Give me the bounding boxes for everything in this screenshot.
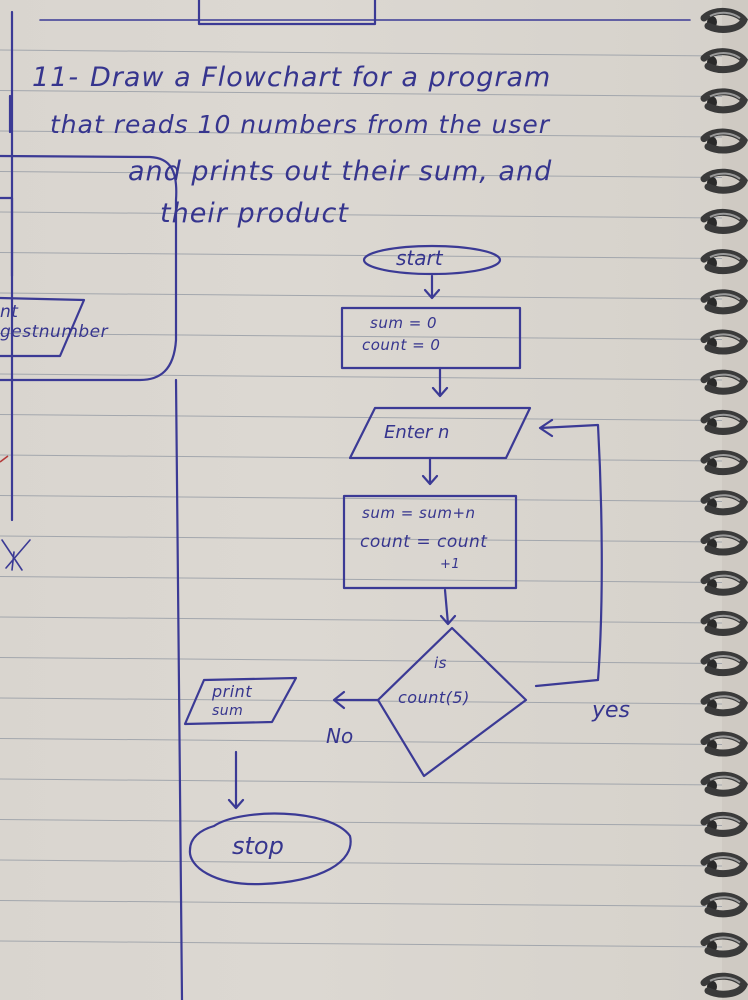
arrow-output-to-stop	[227, 750, 245, 810]
spiral-ring	[700, 530, 748, 556]
spiral-ring	[700, 932, 748, 958]
spiral-ring	[700, 249, 748, 275]
ruled-line	[0, 778, 723, 786]
init-process-box	[340, 306, 522, 370]
previous-parallelogram	[0, 296, 86, 358]
spiral-ring	[700, 852, 748, 878]
yes-label: yes	[592, 698, 631, 723]
main-vertical-line	[174, 378, 184, 1000]
output-line-1: print	[212, 682, 253, 701]
start-label: start	[396, 246, 443, 270]
spiral-ring	[700, 48, 748, 74]
no-arrow	[332, 690, 380, 710]
spiral-ring	[700, 490, 748, 516]
spiral-ring	[700, 691, 748, 717]
question-number: 11-	[32, 62, 80, 93]
process-line-2: count = count	[360, 532, 488, 552]
input-parallelogram	[348, 406, 532, 460]
spiral-ring	[700, 972, 748, 998]
ruled-line	[0, 130, 723, 138]
spiral-ring	[700, 289, 748, 315]
ruled-line	[0, 576, 723, 583]
ruled-line	[0, 333, 723, 340]
start-terminal	[362, 244, 502, 276]
spiral-ring	[700, 209, 748, 234]
arrow-process-to-decision	[439, 588, 457, 626]
stop-terminal	[188, 812, 352, 886]
decision-line-1: is	[434, 654, 447, 672]
ruled-line	[0, 616, 723, 624]
process-line-1: sum = sum+n	[362, 504, 476, 522]
ruled-line	[0, 414, 723, 421]
ruled-line	[0, 90, 723, 97]
spiral-ring	[700, 369, 748, 395]
process-line-3: +1	[440, 557, 461, 572]
spiral-ring	[700, 329, 748, 355]
previous-box-top	[197, 0, 377, 26]
ruled-line	[0, 859, 723, 867]
spiral-ring	[700, 812, 748, 837]
sum-count-process-box	[342, 494, 518, 590]
ruled-line	[0, 211, 723, 219]
spiral-ring	[700, 410, 748, 435]
spiral-ring	[700, 128, 748, 154]
ruled-line	[0, 738, 723, 745]
stop-label: stop	[232, 832, 284, 860]
question-line-3: and prints out their sum, and	[128, 156, 553, 187]
ruled-line	[0, 292, 723, 300]
spiral-ring	[700, 168, 748, 194]
ruled-line	[0, 819, 723, 826]
ruled-line	[0, 49, 723, 57]
spiral-ring	[700, 651, 748, 677]
question-line-2: that reads 10 numbers from the user	[50, 110, 551, 139]
arrow-input-to-process	[421, 456, 439, 486]
no-label: No	[326, 724, 354, 748]
previous-arrow-right	[0, 196, 14, 278]
ruled-line	[0, 900, 723, 907]
spiral-ring	[700, 8, 748, 33]
input-label: Enter n	[384, 422, 450, 443]
spiral-ring	[700, 611, 748, 636]
init-line-1: sum = 0	[370, 314, 438, 332]
arrow-init-to-input	[431, 366, 449, 398]
ruled-line	[0, 657, 723, 664]
init-line-2: count = 0	[362, 336, 441, 354]
previous-scribble	[1, 539, 31, 571]
spiral-ring	[700, 450, 748, 476]
spiral-ring	[700, 731, 748, 757]
decision-diamond	[376, 626, 528, 778]
page-margin-line	[8, 10, 14, 522]
output-line-2: sum	[212, 703, 244, 719]
left-fragment-top: nt	[0, 302, 19, 322]
previous-loop-box	[0, 154, 178, 382]
spiral-ring	[700, 892, 748, 918]
yes-loop-arrow	[534, 418, 603, 688]
spiral-ring	[700, 771, 748, 797]
ruled-line	[0, 171, 723, 178]
spiral-ring	[700, 88, 748, 114]
ruled-line	[0, 373, 723, 381]
spiral-ring	[700, 570, 748, 596]
red-mark	[0, 455, 9, 463]
ruled-line	[0, 940, 723, 948]
decision-line-2: count(5)	[398, 688, 470, 707]
arrow-start-to-init	[423, 274, 441, 300]
spiral-binding	[700, 8, 748, 998]
output-parallelogram	[183, 676, 298, 726]
question-line-4: their product	[160, 198, 349, 229]
ruled-line	[0, 252, 723, 259]
left-fragment-bottom: gestnumber	[0, 322, 109, 342]
question-line-1: Draw a Flowchart for a program	[90, 62, 552, 93]
